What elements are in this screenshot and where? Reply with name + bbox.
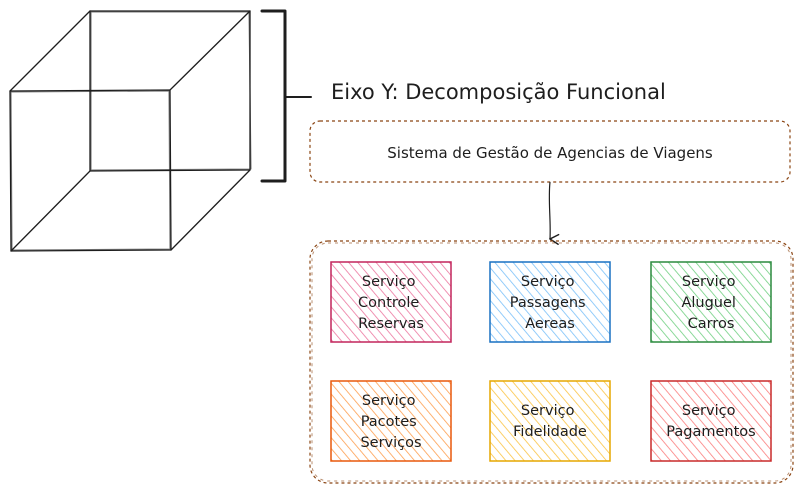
cube-edge-top-left <box>9 10 91 92</box>
service-label: Serviço Fidelidade <box>513 403 587 440</box>
cube-edge-top-right <box>169 10 251 91</box>
service-label: Serviço Controle Reservas <box>358 274 424 332</box>
service-label-line: Aluguel <box>681 295 735 311</box>
y-axis-bracket <box>260 9 312 183</box>
service-label: Serviço Aluguel Carros <box>681 274 740 332</box>
system-label: Sistema de Gestão de Agencias de Viagens <box>387 144 713 162</box>
cube-back-face-retrace <box>90 11 252 171</box>
service-label: Serviço Pacotes Serviços <box>360 393 421 451</box>
service-label-line: Serviço <box>521 274 575 290</box>
service-label-line: Serviço <box>682 403 736 419</box>
service-label-line: Controle <box>358 295 419 311</box>
service-label-line: Fidelidade <box>513 424 587 440</box>
service-label-line: Pagamentos <box>666 424 755 440</box>
services-container <box>309 240 794 484</box>
service-label-line: Serviço <box>682 274 736 290</box>
service-label-line: Aereas <box>525 316 575 332</box>
service-label-line: Serviços <box>360 435 421 451</box>
service-box-pagamentos: Serviço Pagamentos <box>650 380 772 462</box>
service-label-line: Pacotes <box>361 414 417 430</box>
service-box-aluguel-carros: Serviço Aluguel Carros <box>650 261 772 343</box>
service-label-line: Serviço <box>521 403 575 419</box>
service-label-line: Serviço <box>362 393 416 409</box>
diagram-title: Eixo Y: Decomposição Funcional <box>331 80 666 104</box>
service-label: Serviço Pagamentos <box>666 403 755 440</box>
service-box-passagens-aereas: Serviço Passagens Aereas <box>489 261 611 343</box>
service-box-pacotes-servicos: Serviço Pacotes Serviços <box>330 380 452 462</box>
cube-edge-bottom-left <box>10 170 91 252</box>
arrow-system-to-services <box>549 181 550 239</box>
cube-wireframe <box>9 10 252 252</box>
service-label-line: Reservas <box>358 316 424 332</box>
service-label: Serviço Passagens Aereas <box>510 274 590 332</box>
service-label-line: Passagens <box>510 295 586 311</box>
cube-front-face-retrace <box>10 90 171 251</box>
service-label-line: Carros <box>688 316 735 332</box>
service-label-line: Serviço <box>362 274 416 290</box>
service-box-controle-reservas: Serviço Controle Reservas <box>330 261 452 343</box>
cube-edge-bottom-right <box>170 169 251 251</box>
service-box-fidelidade: Serviço Fidelidade <box>489 380 611 462</box>
